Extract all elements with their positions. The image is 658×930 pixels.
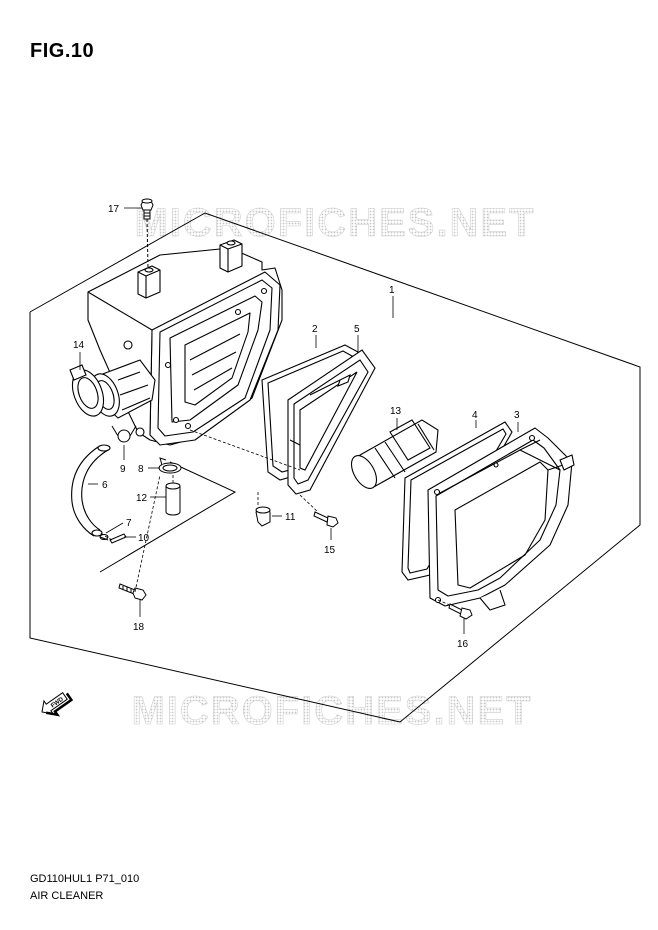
callout-6: 6 bbox=[102, 480, 108, 491]
screw-16 bbox=[448, 603, 473, 620]
footer-code: GD110HUL1 P71_010 bbox=[30, 873, 140, 885]
callout-3: 3 bbox=[514, 410, 520, 421]
callout-17: 17 bbox=[108, 204, 120, 215]
plug-10 bbox=[109, 533, 127, 544]
clip-9 bbox=[111, 425, 137, 443]
callout-2: 2 bbox=[312, 324, 318, 335]
footer-caption: AIR CLEANER bbox=[30, 890, 104, 902]
callout-11: 11 bbox=[285, 512, 296, 523]
leader-lines bbox=[79, 207, 519, 634]
callout-10: 10 bbox=[138, 533, 150, 544]
callout-1: 1 bbox=[389, 285, 395, 296]
callout-12: 12 bbox=[136, 493, 148, 504]
assembly-guides bbox=[99, 429, 453, 607]
callout-16: 16 bbox=[457, 639, 469, 650]
screw-11 bbox=[255, 506, 271, 527]
filter-element-13 bbox=[350, 419, 439, 489]
callout-18: 18 bbox=[133, 622, 145, 633]
screw-15 bbox=[313, 511, 339, 528]
callout-9: 9 bbox=[120, 464, 126, 475]
callout-15: 15 bbox=[324, 545, 336, 556]
bolt-17 bbox=[140, 198, 154, 269]
bolt-18 bbox=[118, 583, 147, 601]
clamp-8 bbox=[158, 457, 182, 474]
callout-labels: 1 2 3 4 5 6 7 8 9 10 11 12 13 14 15 16 1… bbox=[73, 204, 520, 650]
hose-piece-12 bbox=[165, 482, 181, 516]
fwd-arrow-icon: FWD bbox=[41, 691, 74, 717]
drain-hose bbox=[71, 444, 111, 537]
plug-7 bbox=[99, 534, 109, 541]
watermark-bottom: MICROFICHES.NET bbox=[131, 689, 532, 733]
watermark-top: MICROFICHES.NET bbox=[134, 201, 535, 245]
cover-3 bbox=[427, 427, 575, 611]
callout-7: 7 bbox=[126, 518, 132, 529]
element-holder-5 bbox=[287, 349, 376, 495]
callout-13: 13 bbox=[390, 406, 402, 417]
figure-title: FIG.10 bbox=[30, 40, 95, 62]
intake-pipe bbox=[69, 359, 156, 419]
assembly-outline bbox=[29, 212, 641, 723]
callout-5: 5 bbox=[354, 324, 360, 335]
callout-14: 14 bbox=[73, 340, 85, 351]
callout-4: 4 bbox=[472, 410, 478, 421]
subgroup-outline bbox=[99, 461, 237, 573]
callout-8: 8 bbox=[138, 464, 144, 475]
